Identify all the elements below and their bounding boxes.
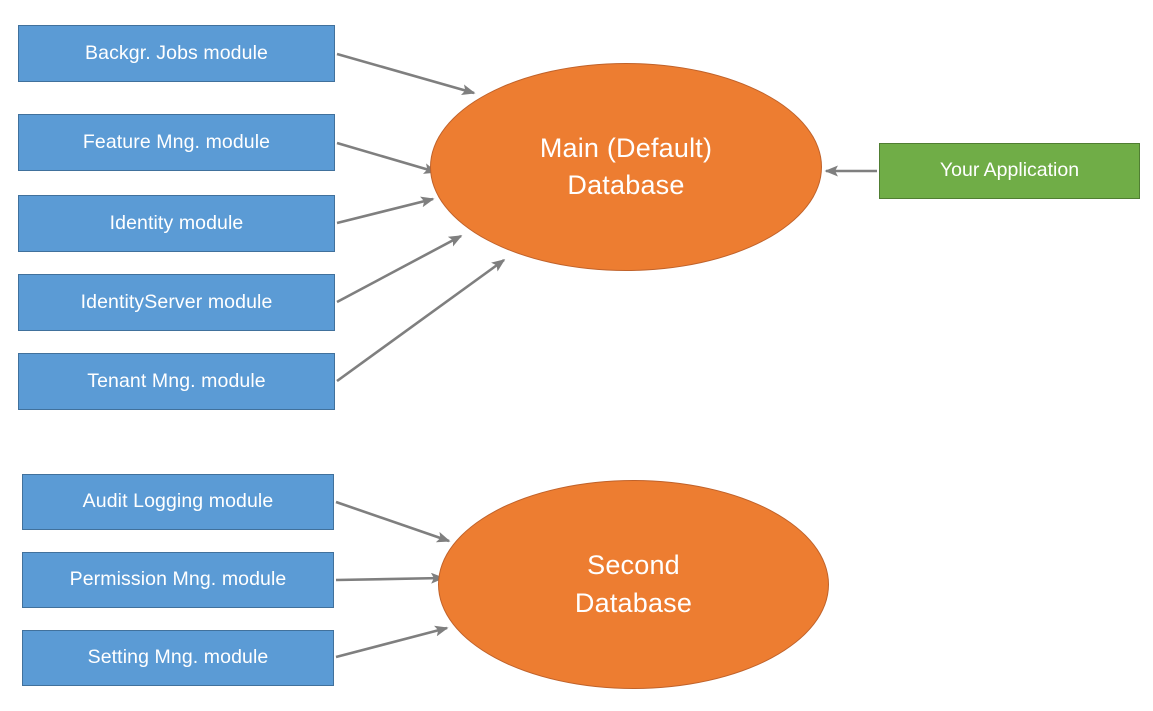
arrow-identity-to-main — [336, 196, 435, 225]
module-label: Feature Mng. module — [82, 130, 271, 153]
database-label: Main (Default) Database — [539, 132, 713, 200]
database-ellipse-main[interactable]: Main (Default) Database — [430, 63, 822, 271]
arrow-tenant-mng-to-main — [336, 258, 506, 383]
module-label: Permission Mng. module — [69, 568, 287, 591]
arrow-feature-mng-to-main — [336, 141, 438, 174]
module-box-setting-management[interactable]: Setting Mng. module — [22, 630, 334, 686]
database-label: Second Database — [574, 550, 693, 618]
arrow-background-jobs-to-main — [336, 52, 476, 95]
module-label: Audit Logging module — [82, 490, 274, 513]
arrow-setting-mng-to-second — [335, 625, 449, 659]
module-box-permission-management[interactable]: Permission Mng. module — [22, 552, 334, 608]
arrow-audit-logging-to-second — [335, 500, 451, 543]
application-box-your-application[interactable]: Your Application — [879, 143, 1140, 199]
module-box-background-jobs[interactable]: Backgr. Jobs module — [18, 25, 335, 82]
module-label: IdentityServer module — [80, 290, 273, 313]
module-label: Identity module — [109, 211, 244, 234]
arrow-identity-server-to-main — [336, 234, 463, 304]
module-label: Setting Mng. module — [87, 646, 269, 669]
arrow-permission-mng-to-second — [335, 572, 445, 584]
module-box-tenant-management[interactable]: Tenant Mng. module — [18, 353, 335, 410]
module-box-audit-logging[interactable]: Audit Logging module — [22, 474, 334, 530]
module-label: Tenant Mng. module — [87, 369, 266, 392]
database-ellipse-second[interactable]: Second Database — [438, 480, 829, 689]
module-box-identity-server[interactable]: IdentityServer module — [18, 274, 335, 331]
application-label: Your Application — [939, 159, 1080, 182]
module-box-identity[interactable]: Identity module — [18, 195, 335, 252]
module-box-feature-management[interactable]: Feature Mng. module — [18, 114, 335, 171]
module-label: Backgr. Jobs module — [85, 41, 268, 64]
